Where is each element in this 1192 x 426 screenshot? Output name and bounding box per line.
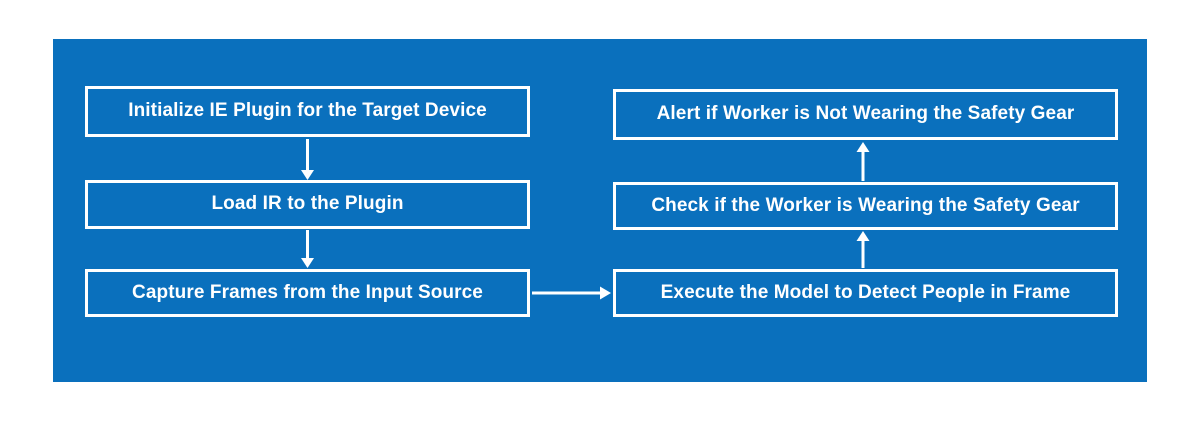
- arrow-check-to-alert: [856, 142, 870, 181]
- flowchart-panel: Initialize IE Plugin for the Target Devi…: [53, 39, 1147, 382]
- node-alert-safety-gear: Alert if Worker is Not Wearing the Safet…: [613, 89, 1118, 140]
- arrow-initialize-to-load: [301, 139, 314, 180]
- node-capture-frames: Capture Frames from the Input Source: [85, 269, 530, 317]
- arrow-execute-to-check: [856, 231, 870, 268]
- node-label: Initialize IE Plugin for the Target Devi…: [128, 100, 487, 122]
- arrow-capture-to-execute: [532, 286, 611, 300]
- arrow-load-to-capture: [301, 230, 314, 268]
- node-label: Load IR to the Plugin: [211, 193, 404, 215]
- node-label: Execute the Model to Detect People in Fr…: [660, 281, 1071, 303]
- node-check-safety-gear: Check if the Worker is Wearing the Safet…: [613, 182, 1118, 230]
- node-label: Alert if Worker is Not Wearing the Safet…: [656, 103, 1075, 125]
- node-execute-model: Execute the Model to Detect People in Fr…: [613, 269, 1118, 317]
- node-label: Capture Frames from the Input Source: [132, 281, 483, 303]
- node-load-ir: Load IR to the Plugin: [85, 180, 530, 229]
- node-initialize-ie-plugin: Initialize IE Plugin for the Target Devi…: [85, 86, 530, 137]
- node-label: Check if the Worker is Wearing the Safet…: [651, 194, 1080, 216]
